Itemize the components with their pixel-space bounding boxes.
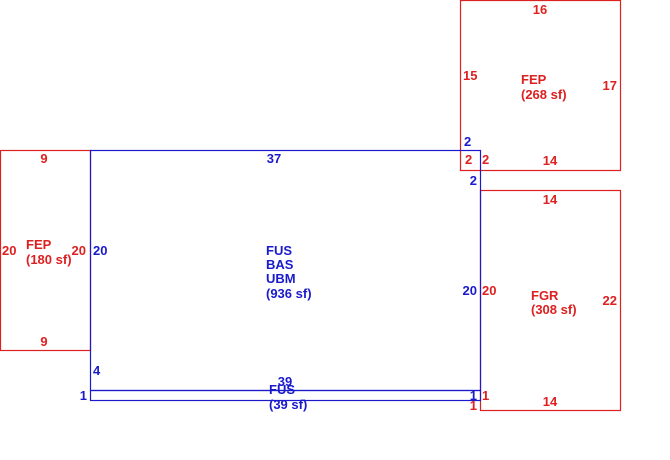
- fep-top-dim-top: 16: [533, 2, 547, 17]
- fgr-dim-bottom: 14: [543, 394, 558, 409]
- main-dim-right: 20: [463, 283, 477, 298]
- main-code-1: FUS: [266, 243, 292, 258]
- strip-dim-right-lower: 1: [470, 398, 477, 413]
- fep-left-dim-top: 9: [40, 151, 47, 166]
- main-code-3: UBM: [266, 271, 296, 286]
- strip-area: (39 sf): [269, 397, 307, 412]
- fep-top-dim-stub-right: 2: [482, 152, 489, 167]
- fep-top-dim-stub-left: 2: [465, 152, 472, 167]
- fgr-dim-stub-right: 1: [482, 388, 489, 403]
- fep-left-dim-bottom: 9: [40, 334, 47, 349]
- fep-left-code: FEP: [26, 237, 52, 252]
- fep-top-dim-right: 17: [603, 78, 617, 93]
- fus-strip-outline: [89, 389, 482, 402]
- fep-top-dim-bottom: 14: [543, 153, 558, 168]
- strip-dim-left: 1: [80, 388, 87, 403]
- strip-code: FUS: [269, 382, 295, 397]
- main-dim-bottom-left: 4: [93, 363, 101, 378]
- fep-top-area: (268 sf): [521, 87, 567, 102]
- fep-left-dim-left: 20: [2, 243, 16, 258]
- strip-dim-right: 1: [470, 388, 477, 403]
- strip-dim-top: 39: [278, 374, 292, 389]
- fep-left-dim-right: 20: [72, 243, 86, 258]
- fep-left-area: (180 sf): [26, 252, 72, 267]
- fep-top-dim-left: 15: [463, 68, 477, 83]
- fep-top-code: FEP: [521, 72, 547, 87]
- main-dim-left: 20: [93, 243, 107, 258]
- main-dim-stub-right: 2: [470, 173, 477, 188]
- fgr-code: FGR: [531, 288, 559, 303]
- fgr-dim-left: 20: [482, 283, 496, 298]
- main-dim-top: 37: [267, 151, 281, 166]
- fgr-dim-top: 14: [543, 192, 558, 207]
- main-area: (936 sf): [266, 286, 312, 301]
- fep-top-outline: [459, 0, 622, 172]
- main-code-2: BAS: [266, 257, 294, 272]
- fgr-dim-right: 22: [603, 293, 617, 308]
- fgr-area: (308 sf): [531, 302, 577, 317]
- fep-top-dim-stub-top: 2: [464, 134, 471, 149]
